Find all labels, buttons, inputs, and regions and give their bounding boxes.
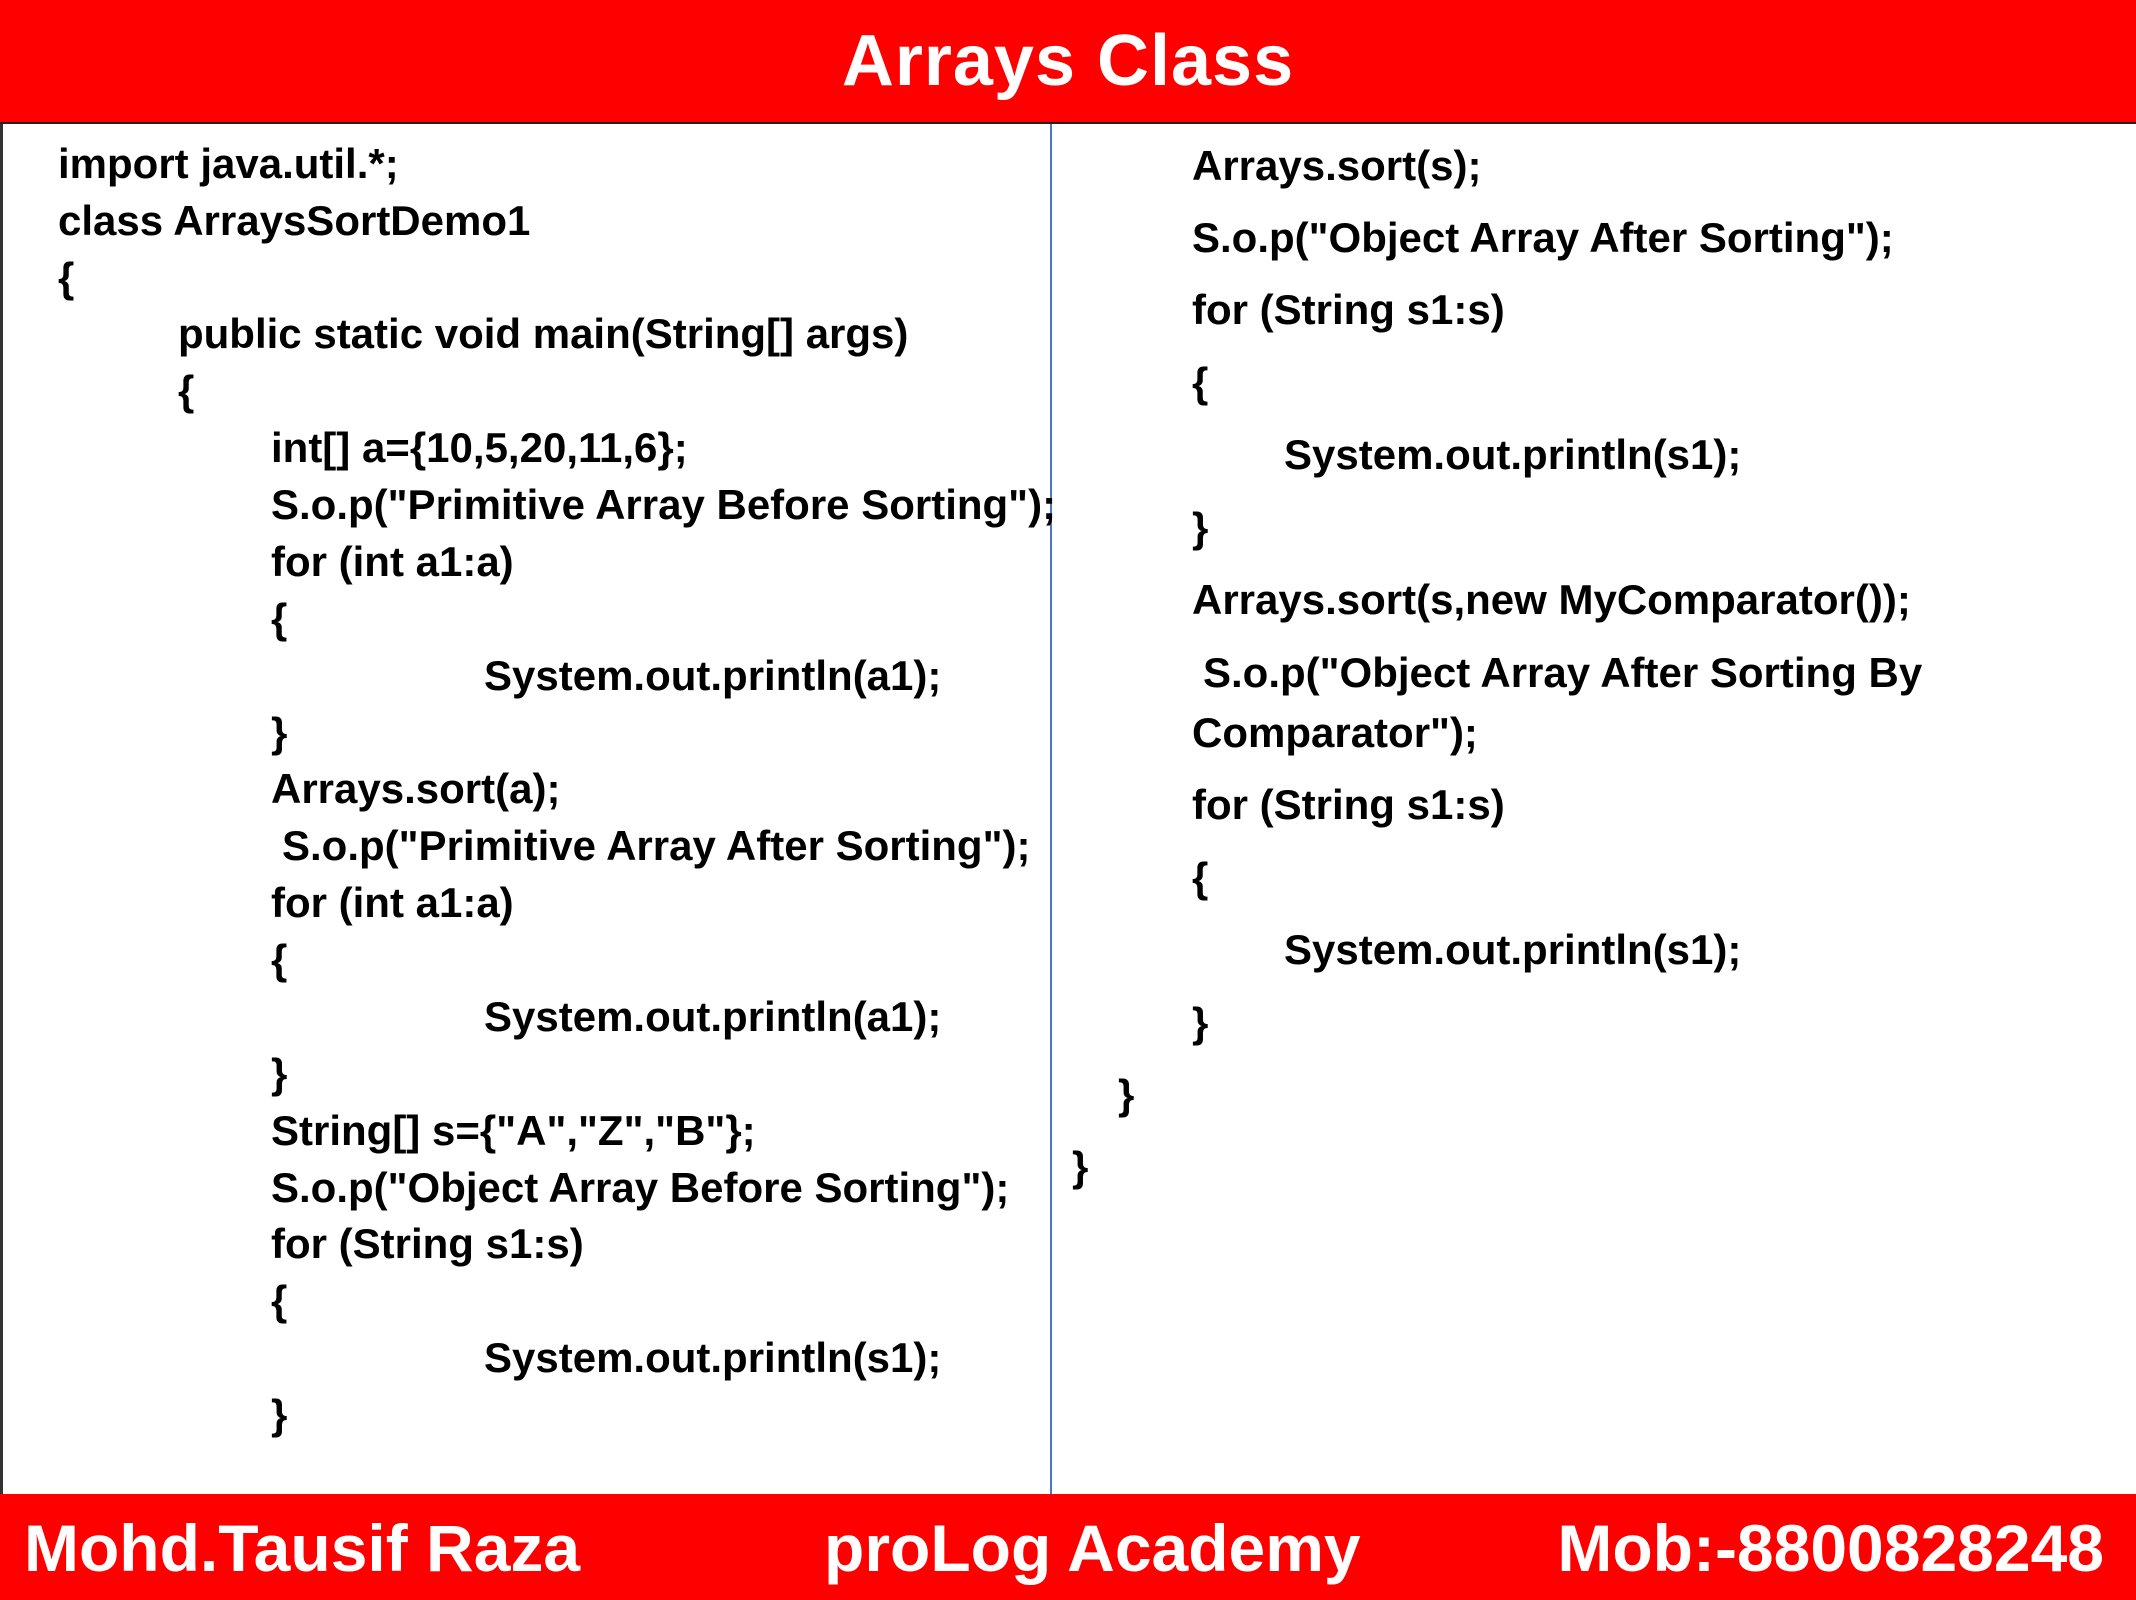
footer-banner: Mohd.Tausif Raza proLog Academy Mob:-880… — [0, 1494, 2136, 1600]
code-line: S.o.p("Object Array Before Sorting"); — [271, 1164, 1010, 1211]
page-title: Arrays Class — [841, 21, 1295, 101]
code-column-right: Arrays.sort(s); S.o.p("Object Array Afte… — [0, 0, 1922, 1190]
code-line: for (String s1:s) — [271, 1220, 584, 1267]
code-line: } — [1192, 504, 1209, 551]
code-line: { — [178, 367, 195, 414]
code-line: { — [271, 936, 288, 983]
column-divider — [1050, 124, 1052, 1512]
title-banner: Arrays Class — [0, 0, 2136, 124]
code-line: S.o.p("Object Array After Sorting By — [1203, 649, 1923, 696]
page-left-border — [0, 0, 3, 1600]
mobile-number: Mob:-8800828248 — [1557, 1511, 2104, 1585]
code-line: { — [271, 1277, 288, 1324]
code-line: { — [271, 595, 288, 642]
code-line: { — [58, 254, 75, 301]
code-line: System.out.println(s1); — [1284, 926, 1742, 973]
code-line: Arrays.sort(a); — [271, 765, 561, 812]
code-line: int[] a={10,5,20,11,6}; — [271, 424, 688, 471]
code-line: } — [271, 1050, 288, 1097]
code-line: } — [1072, 1143, 1089, 1190]
code-column-left: import java.util.*; class ArraysSortDemo… — [0, 0, 1056, 1438]
code-line: } — [1118, 1071, 1135, 1118]
code-line: Comparator"); — [1192, 709, 1478, 756]
code-line: S.o.p("Primitive Array After Sorting"); — [282, 822, 1031, 869]
code-line: for (int a1:a) — [271, 538, 514, 585]
code-line: class ArraysSortDemo1 — [58, 197, 531, 244]
code-line: S.o.p("Object Array After Sorting"); — [1192, 214, 1894, 261]
code-line: } — [1192, 999, 1209, 1046]
code-line: import java.util.*; — [58, 140, 399, 187]
code-line: { — [1192, 854, 1209, 901]
code-line: Arrays.sort(s); — [1192, 142, 1482, 189]
code-line: for (String s1:s) — [1192, 781, 1505, 828]
code-line: { — [1192, 359, 1209, 406]
code-line: String[] s={"A","Z","B"}; — [271, 1107, 756, 1154]
code-line: for (String s1:s) — [1192, 286, 1505, 333]
code-line: public static void main(String[] args) — [178, 310, 909, 357]
code-line: System.out.println(s1); — [484, 1334, 942, 1381]
code-line: } — [271, 1391, 288, 1438]
code-line: S.o.p("Primitive Array Before Sorting"); — [271, 481, 1057, 528]
code-line: Arrays.sort(s,new MyComparator()); — [1192, 576, 1911, 623]
code-line: System.out.println(a1); — [484, 652, 942, 699]
code-line: System.out.println(a1); — [484, 993, 942, 1040]
code-line: for (int a1:a) — [271, 879, 514, 926]
academy-name: proLog Academy — [824, 1511, 1361, 1585]
code-line: } — [271, 709, 288, 756]
code-line: System.out.println(s1); — [1284, 431, 1742, 478]
author-name: Mohd.Tausif Raza — [24, 1511, 581, 1585]
